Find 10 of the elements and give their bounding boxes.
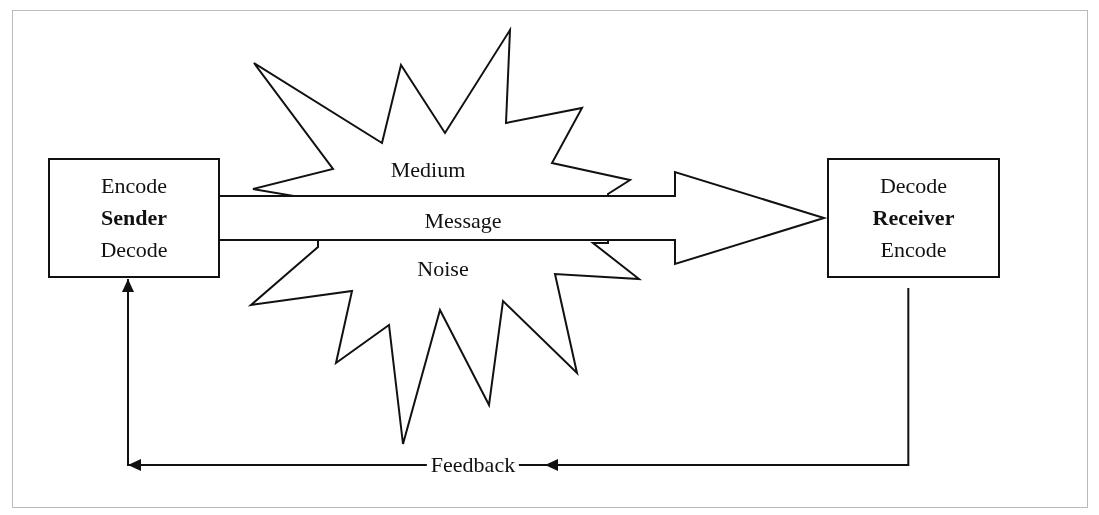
- noise-label: Noise: [417, 255, 469, 283]
- process-label: Encode: [101, 172, 167, 200]
- sender-box: [48, 158, 220, 278]
- process-label: Decode: [100, 236, 168, 264]
- role-title: Sender: [101, 204, 167, 232]
- noise-label: Medium: [390, 156, 466, 184]
- receiver-box: [827, 158, 1000, 278]
- role-title: Receiver: [872, 204, 955, 232]
- process-label: Decode: [879, 172, 948, 200]
- process-label: Encode: [880, 236, 947, 264]
